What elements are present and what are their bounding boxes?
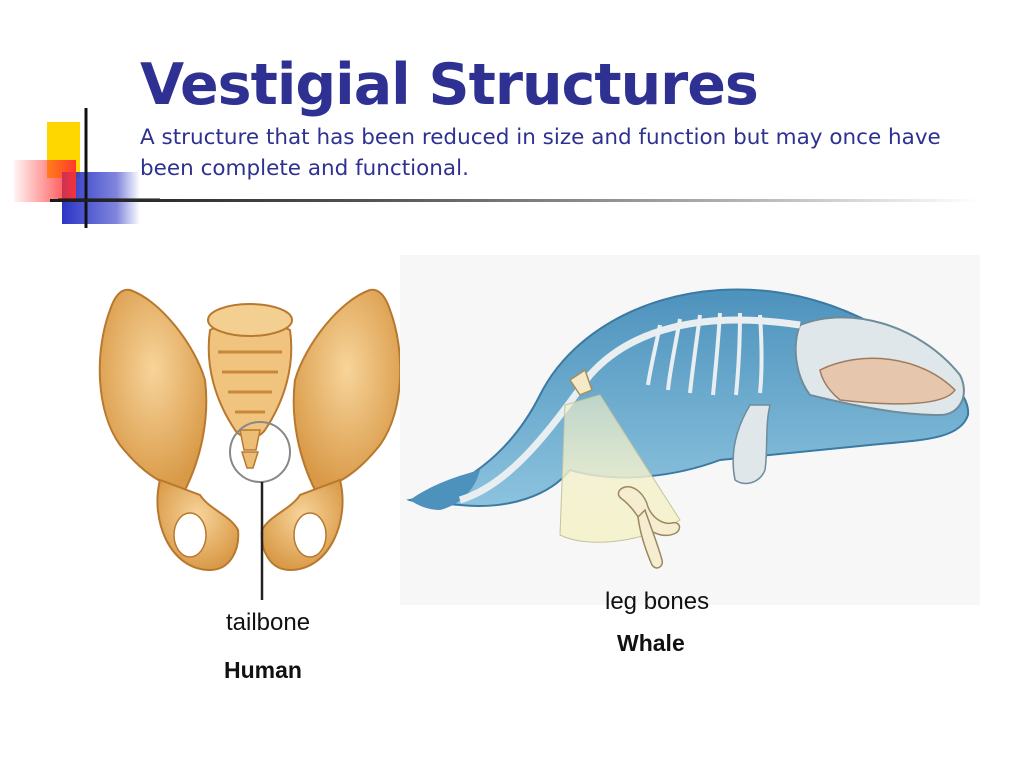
leg-bones-label: leg bones [605, 588, 710, 615]
whale-caption: Whale [617, 630, 685, 656]
tailbone-label: tailbone [226, 609, 311, 636]
whale-skeleton-illustration [400, 255, 980, 605]
slide-title: Vestigial Structures [140, 52, 759, 118]
corner-decoration [14, 108, 160, 228]
title-divider [50, 199, 980, 202]
human-pelvis-illustration [98, 288, 402, 600]
deco-red-square [14, 160, 76, 202]
leg-bones-callout [559, 394, 681, 543]
human-caption: Human [224, 657, 302, 683]
slide-subtitle: A structure that has been reduced in siz… [140, 125, 941, 181]
tailbone-highlight-circle [229, 421, 291, 483]
